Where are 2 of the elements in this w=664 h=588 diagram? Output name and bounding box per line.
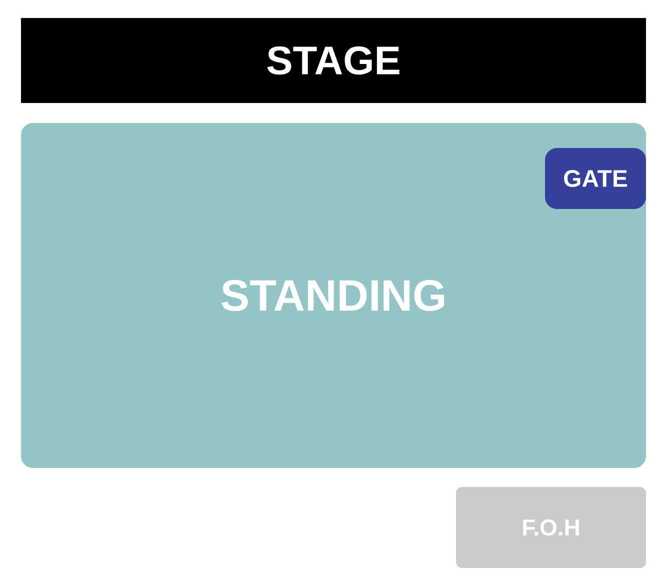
stage-bar: STAGE <box>21 18 646 103</box>
gate-box: GATE <box>545 148 646 209</box>
